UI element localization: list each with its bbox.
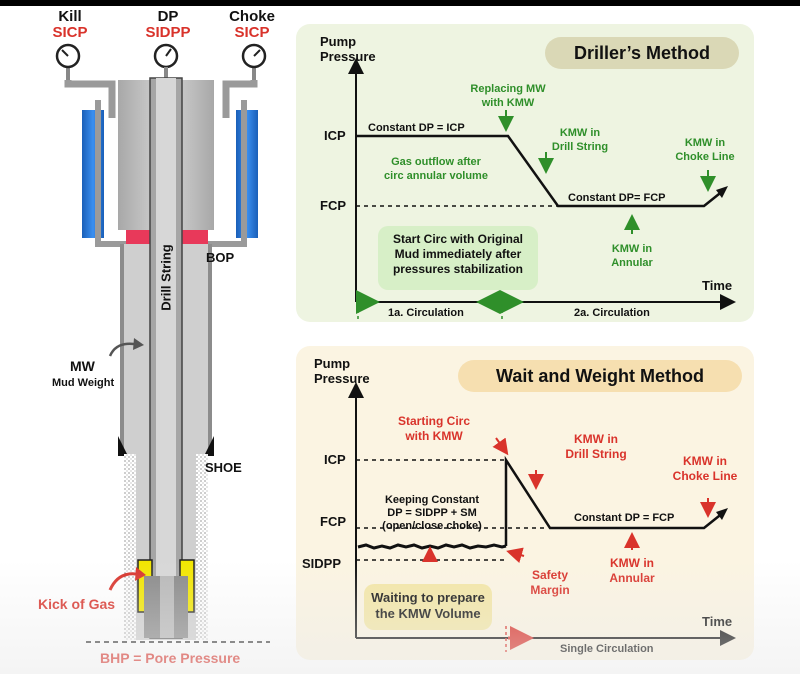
kill-sicp-label: SICP <box>52 24 88 41</box>
bop-label: BOP <box>206 250 235 265</box>
ww-y-label-line2: Pressure <box>314 371 370 386</box>
drillers-note-line1: Start Circ with Original <box>392 232 524 246</box>
ww-kmw-choke-line1: KMW in <box>683 454 727 468</box>
safety-margin-label: Safety Margin <box>518 568 582 598</box>
ww-kmw-annular-line2: Annular <box>609 571 655 585</box>
choke-gauge-icon <box>241 43 267 80</box>
kill-gauge-icon <box>55 43 81 80</box>
drillers-constant-dp-fcp-label: Constant DP= FCP <box>568 192 666 204</box>
ww-kmw-annular-label: KMW in Annular <box>596 556 668 586</box>
keeping-constant-line3: (open/close choke) <box>382 520 482 532</box>
drillers-time-label: Time <box>702 278 733 293</box>
drillers-fcp-label: FCP <box>320 198 346 213</box>
ww-note-line2: the KMW Volume <box>375 606 481 621</box>
ww-pressure-curve <box>504 455 725 546</box>
gas-outflow-line2: circ annular volume <box>384 170 488 182</box>
wait-weight-title: Wait and Weight Method <box>458 360 742 392</box>
ww-y-label: Pump Pressure <box>314 356 370 386</box>
dp-label: DP <box>157 8 179 25</box>
keeping-constant-line2: DP = SIDPP + SM <box>387 507 477 519</box>
ww-constant-line <box>357 543 507 550</box>
gas-outflow-label: Gas outflow after circ annular volume <box>372 155 500 183</box>
kick-of-gas-label: Kick of Gas <box>38 596 116 612</box>
drillers-note: Start Circ with Original Mud immediately… <box>378 226 538 290</box>
drillers-y-label-line1: Pump <box>320 34 357 49</box>
drillers-kmw-choke-line1: KMW in <box>684 137 726 149</box>
ww-kmw-drill-string-line1: KMW in <box>574 432 618 446</box>
drill-string-label: Drill String <box>158 244 174 311</box>
drillers-kmw-drill-string-label: KMW in Drill String <box>540 126 620 154</box>
keeping-constant-line1: Keeping Constant <box>384 494 480 506</box>
drillers-kmw-annular-label: KMW in Annular <box>596 242 668 270</box>
ww-note: Waiting to prepare the KMW Volume <box>364 584 492 630</box>
bhp-label: BHP = Pore Pressure <box>100 650 241 666</box>
replacing-mw-line1: Replacing MW <box>470 83 546 95</box>
drillers-kmw-drill-string-line1: KMW in <box>559 127 601 139</box>
dp-sidpp-label: SIDPP <box>145 24 191 41</box>
mw-label: MW <box>70 358 95 374</box>
ww-y-label-line1: Pump <box>314 356 351 371</box>
dp-gauge-icon <box>153 43 179 80</box>
top-border <box>0 0 800 6</box>
drillers-icp-label: ICP <box>324 128 346 143</box>
drillers-method-title: Driller’s Method <box>545 37 739 69</box>
replacing-mw-label: Replacing MW with KMW <box>460 82 556 110</box>
ww-kmw-choke-line2: Choke Line <box>672 469 738 483</box>
drillers-kmw-choke-label: KMW in Choke Line <box>666 136 744 164</box>
safety-margin-line2: Margin <box>530 583 570 597</box>
well-drawing <box>55 43 270 643</box>
ww-kmw-drill-string-label: KMW in Drill String <box>548 432 644 462</box>
drillers-kmw-drill-string-line2: Drill String <box>551 141 609 153</box>
starting-circ-line2: with KMW <box>405 429 463 443</box>
drillers-chart <box>348 58 736 320</box>
keeping-constant-label: Keeping Constant DP = SIDPP + SM (open/c… <box>370 494 494 533</box>
circulation-2a-label: 2a. Circulation <box>574 307 650 319</box>
ww-sidpp-label: SIDPP <box>302 556 342 571</box>
starting-circ-line1: Starting Circ <box>397 414 470 428</box>
drillers-y-label: Pump Pressure <box>320 34 376 64</box>
single-circulation-label: Single Circulation <box>560 643 654 655</box>
starting-circ-label: Starting Circ with KMW <box>384 414 484 444</box>
choke-label: Choke <box>229 8 275 25</box>
ww-kmw-annular-line1: KMW in <box>610 556 654 570</box>
replacing-mw-line2: with KMW <box>481 97 535 109</box>
ww-icp-label: ICP <box>324 452 346 467</box>
drillers-kmw-choke-line2: Choke Line <box>675 151 735 163</box>
ww-kmw-drill-string-line2: Drill String <box>565 447 627 461</box>
ww-kmw-choke-label: KMW in Choke Line <box>660 454 750 484</box>
drillers-kmw-annular-line1: KMW in <box>611 243 653 255</box>
constant-dp-icp-label: Constant DP = ICP <box>368 122 465 134</box>
ww-fcp-label: FCP <box>320 514 346 529</box>
ww-constant-dp-fcp-label: Constant DP = FCP <box>574 512 675 524</box>
safety-margin-line1: Safety <box>531 568 569 582</box>
kill-label: Kill <box>58 8 82 25</box>
drillers-y-label-line2: Pressure <box>320 49 376 64</box>
gas-outflow-line1: Gas outflow after <box>391 156 481 168</box>
drillers-note-line3: pressures stabilization <box>392 262 524 276</box>
circulation-1a-label: 1a. Circulation <box>388 307 464 319</box>
drillers-kmw-annular-line2: Annular <box>611 257 653 269</box>
ww-time-label: Time <box>702 614 733 629</box>
mud-weight-label: Mud Weight <box>52 377 115 389</box>
shoe-label: SHOE <box>205 460 242 475</box>
choke-sicp-label: SICP <box>234 24 270 41</box>
ww-note-line1: Waiting to prepare <box>371 590 485 605</box>
drillers-note-line2: Mud immediately after <box>394 247 522 261</box>
